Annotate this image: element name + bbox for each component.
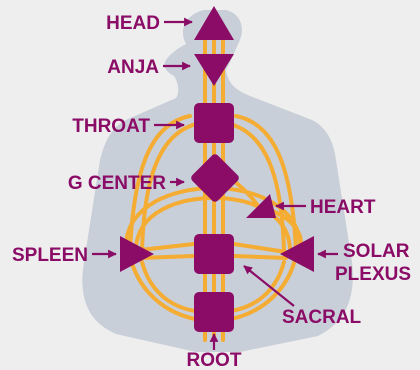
sacral-label: SACRAL (282, 307, 362, 328)
throat-label: THROAT (72, 116, 150, 137)
heart-label: HEART (310, 197, 376, 218)
anja-label: ANJA (107, 57, 159, 78)
throat-center (194, 103, 234, 143)
g-center-label: G CENTER (68, 173, 166, 194)
solar-plexus-label-line1: SOLAR (343, 241, 410, 262)
root-center (194, 292, 234, 332)
solar-plexus-label-line2: PLEXUS (335, 264, 411, 285)
root-label: ROOT (187, 350, 242, 370)
spleen-label: SPLEEN (12, 245, 88, 266)
sacral-center (194, 234, 234, 274)
head-label: HEAD (106, 13, 160, 34)
